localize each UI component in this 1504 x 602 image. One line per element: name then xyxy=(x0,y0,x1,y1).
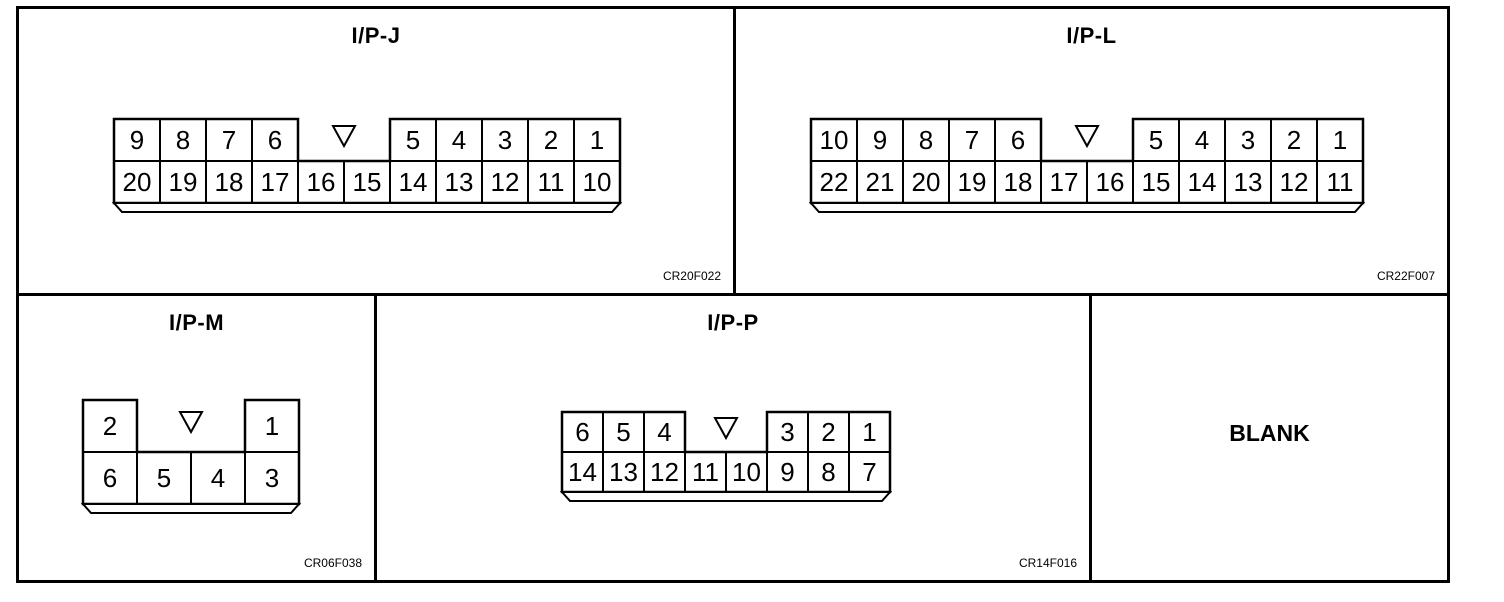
pin-number: 17 xyxy=(1050,167,1079,197)
pin-number: 8 xyxy=(821,457,835,487)
pin-number: 4 xyxy=(1195,125,1209,155)
pin-number: 1 xyxy=(590,125,604,155)
pin-number: 3 xyxy=(780,417,794,447)
pin-number: 11 xyxy=(692,457,719,487)
pin-number: 9 xyxy=(780,457,794,487)
drawing-code: CR22F007 xyxy=(1376,269,1435,283)
pin-number: 3 xyxy=(265,463,279,493)
pin-number: 12 xyxy=(650,457,679,487)
pin-number: 14 xyxy=(399,167,428,197)
pin-number: 16 xyxy=(307,167,336,197)
pin-number: 5 xyxy=(1149,125,1163,155)
pin-number: 9 xyxy=(130,125,144,155)
connector-foot xyxy=(80,503,302,514)
drawing-code: CR14F016 xyxy=(1018,556,1077,570)
pin-number: 13 xyxy=(1234,167,1263,197)
pin-number: 6 xyxy=(575,417,589,447)
connector-foot xyxy=(111,202,623,213)
key-triangle-icon xyxy=(331,125,357,149)
pin-number: 15 xyxy=(1142,167,1171,197)
drawing-code: CR20F022 xyxy=(662,269,721,283)
connector-title: I/P-L xyxy=(1066,23,1117,48)
pin-cell xyxy=(1316,160,1364,204)
pin-number: 3 xyxy=(1241,125,1255,155)
connector-foot xyxy=(559,491,893,502)
pin-number: 9 xyxy=(873,125,887,155)
pin-number: 18 xyxy=(215,167,244,197)
pin-cell xyxy=(244,451,300,505)
key-triangle-icon xyxy=(1074,125,1100,149)
pin-number: 17 xyxy=(261,167,290,197)
connector-foot xyxy=(808,202,1366,213)
connector-title: I/P-M xyxy=(168,310,225,335)
connector-diagram-ipm: 2 1 6 5 4 3 xyxy=(80,398,302,514)
pin-number: 1 xyxy=(862,417,876,447)
pin-number: 2 xyxy=(1287,125,1301,155)
drawing-code: CR06F038 xyxy=(303,556,362,570)
pin-number: 12 xyxy=(1280,167,1309,197)
pin-number: 6 xyxy=(268,125,282,155)
pin-number: 10 xyxy=(820,125,849,155)
pin-number: 4 xyxy=(657,417,671,447)
pin-number: 14 xyxy=(1188,167,1217,197)
pin-number: 11 xyxy=(1327,167,1354,197)
pin-number: 4 xyxy=(211,463,225,493)
pin-number: 22 xyxy=(820,167,849,197)
pin-number: 13 xyxy=(609,457,638,487)
pin-number: 7 xyxy=(965,125,979,155)
pin-number: 2 xyxy=(821,417,835,447)
pin-number: 5 xyxy=(157,463,171,493)
pin-number: 6 xyxy=(103,463,117,493)
pin-number: 18 xyxy=(1004,167,1033,197)
pin-number: 8 xyxy=(919,125,933,155)
pin-cell xyxy=(573,160,621,204)
pin-number: 11 xyxy=(538,167,565,197)
pin-number: 10 xyxy=(732,457,761,487)
pin-number: 20 xyxy=(912,167,941,197)
pin-number: 5 xyxy=(406,125,420,155)
pin-number: 7 xyxy=(862,457,876,487)
key-triangle-icon xyxy=(713,417,739,441)
pin-number: 2 xyxy=(544,125,558,155)
pin-number: 16 xyxy=(1096,167,1125,197)
pin-number: 21 xyxy=(866,167,895,197)
pin-number: 19 xyxy=(958,167,987,197)
pin-number: 20 xyxy=(123,167,152,197)
pin-number: 12 xyxy=(491,167,520,197)
blank-label: BLANK xyxy=(1229,420,1310,446)
pin-number: 1 xyxy=(265,411,279,441)
pin-number: 19 xyxy=(169,167,198,197)
pin-number: 10 xyxy=(583,167,612,197)
pin-number: 14 xyxy=(568,457,597,487)
pin-number: 6 xyxy=(1011,125,1025,155)
connector-title: I/P-P xyxy=(707,310,759,335)
pin-number: 15 xyxy=(353,167,382,197)
key-triangle-icon xyxy=(178,411,204,435)
pin-number: 1 xyxy=(1333,125,1347,155)
pin-number: 13 xyxy=(445,167,474,197)
pin-number: 2 xyxy=(103,411,117,441)
connector-title: I/P-J xyxy=(351,23,401,48)
blank-panel: BLANK xyxy=(1089,293,1450,583)
connector-panel-ipm: I/P-M 2 1 6 5 4 3 CR06F038 xyxy=(16,293,377,583)
pin-number: 3 xyxy=(498,125,512,155)
pin-number: 4 xyxy=(452,125,466,155)
pin-cell xyxy=(848,451,891,493)
pin-number: 8 xyxy=(176,125,190,155)
pin-number: 5 xyxy=(616,417,630,447)
pin-number: 7 xyxy=(222,125,236,155)
